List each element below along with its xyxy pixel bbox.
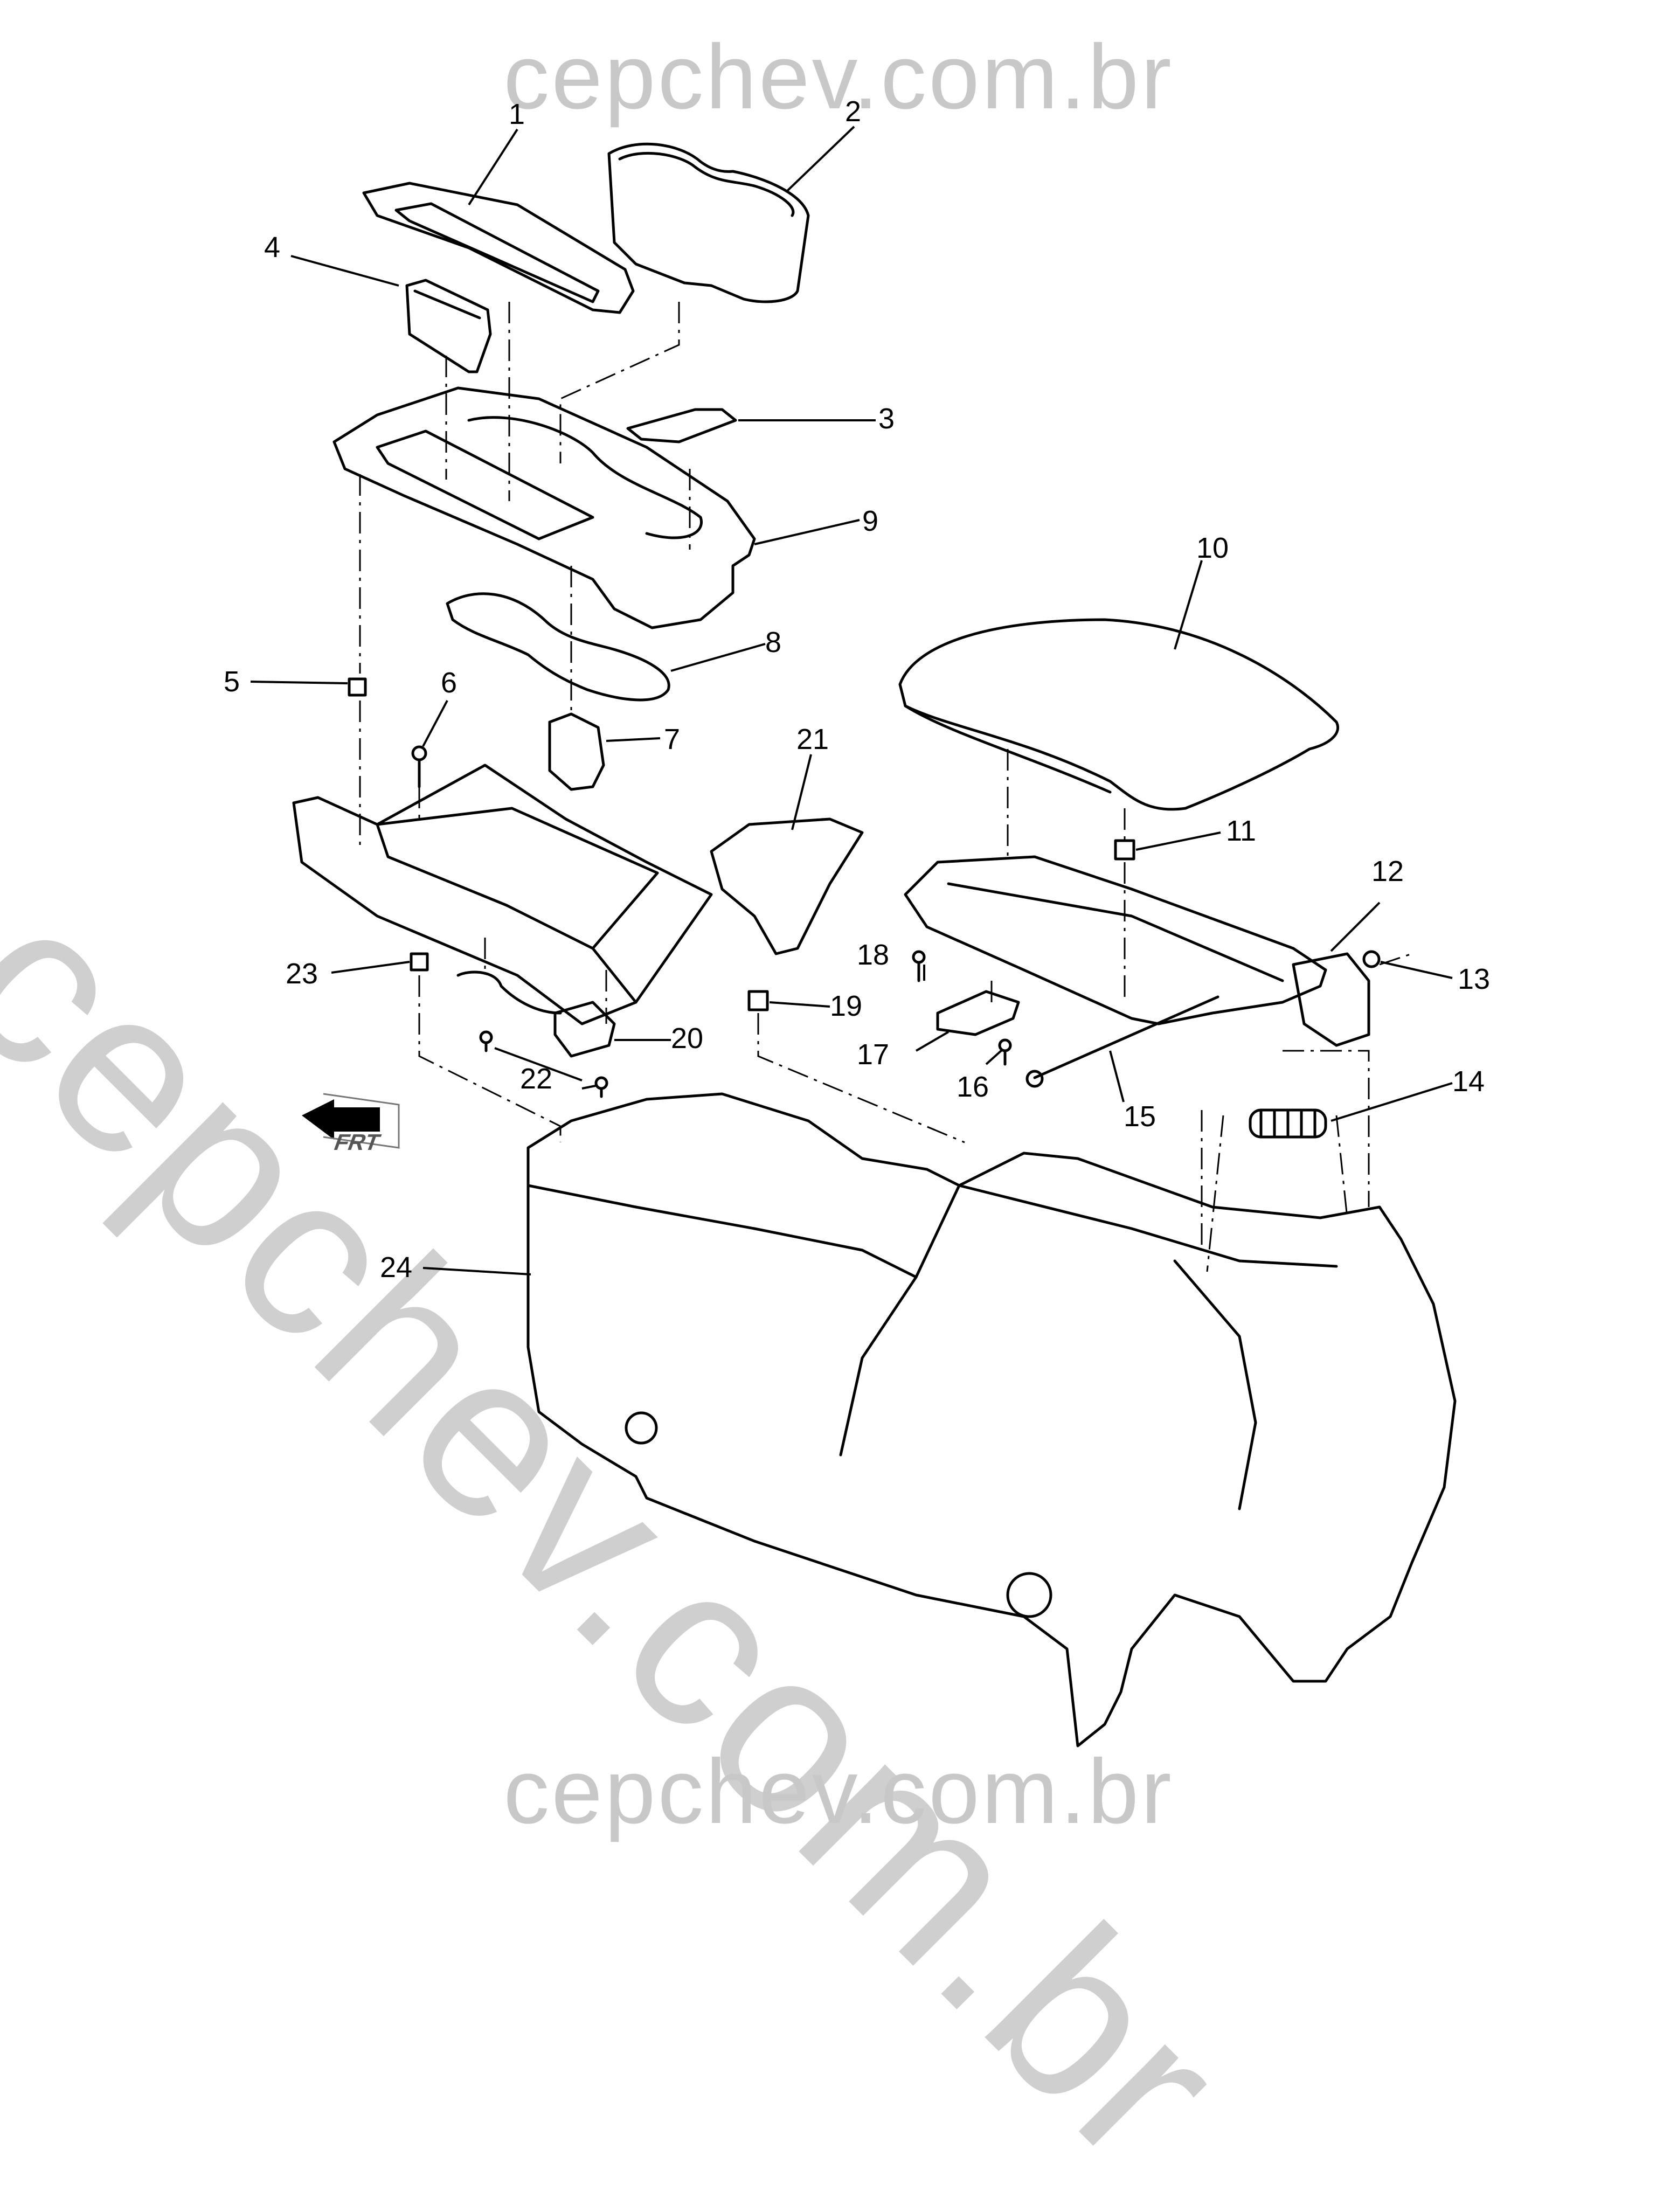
callout-22: 22 [520, 1063, 553, 1095]
callout-14: 14 [1452, 1065, 1485, 1098]
diagram-canvas: cepchev.com.br [0, 26, 1491, 2212]
callout-2: 2 [845, 95, 862, 128]
part-console-bezel [292, 764, 713, 1025]
callout-16: 16 [957, 1071, 989, 1103]
callout-4: 4 [264, 231, 281, 264]
callout-15: 15 [1124, 1100, 1156, 1133]
callout-13: 13 [1458, 963, 1491, 995]
callout-5: 5 [224, 665, 240, 698]
callout-6: 6 [441, 667, 458, 699]
part-14-spring [1249, 1108, 1327, 1139]
front-orientation-label: FRT [330, 1129, 384, 1155]
part-8-gasket [446, 592, 670, 702]
part-15-rod [1025, 995, 1219, 1088]
part-4-switch-module [405, 279, 492, 373]
callout-9: 9 [862, 505, 879, 537]
part-7-switch [548, 712, 605, 791]
leader-lines [250, 126, 1453, 1275]
callout-24: 24 [380, 1251, 413, 1284]
part-17-hinge [936, 990, 1020, 1036]
part-24-console-body [526, 1092, 1457, 1748]
callout-19: 19 [830, 990, 863, 1022]
fasteners [348, 677, 1381, 1098]
part-9-upper-trim [332, 386, 756, 629]
part-10-armrest-lid [898, 618, 1339, 811]
front-arrow-icon [302, 1093, 400, 1149]
part-1-bezel [362, 182, 635, 314]
exploded-parts-drawing [250, 126, 1457, 1748]
watermark-bottom: cepchev.com.br [503, 1741, 1174, 1843]
watermark-top: cepchev.com.br [503, 26, 1174, 128]
callout-20: 20 [671, 1022, 704, 1055]
callout-10: 10 [1196, 532, 1229, 564]
callout-11: 11 [1226, 815, 1257, 847]
alignment-lines [359, 302, 1412, 1272]
part-2-cup-insert [607, 142, 810, 303]
callout-21: 21 [796, 723, 829, 755]
callout-8: 8 [765, 626, 782, 658]
callout-18: 18 [857, 939, 890, 971]
part-20-harness [456, 970, 616, 1058]
callout-12: 12 [1371, 855, 1404, 887]
callout-7: 7 [664, 723, 681, 755]
callout-17: 17 [857, 1038, 890, 1071]
callout-23: 23 [286, 958, 318, 990]
callout-1: 1 [509, 98, 525, 130]
part-12-armrest-tray [904, 855, 1370, 1047]
part-3-pad [626, 408, 737, 443]
part-21-bracket [710, 817, 864, 955]
callout-3: 3 [878, 403, 895, 435]
